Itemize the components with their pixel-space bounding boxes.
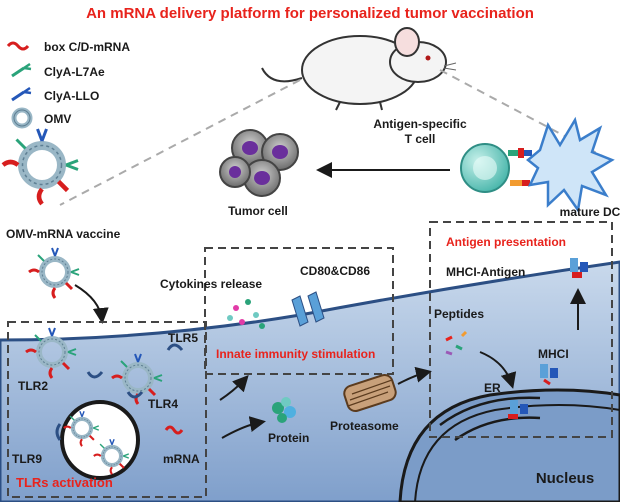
tumor-cell-label: Tumor cell (228, 204, 288, 218)
legend-label-clya-l7ae: ClyA-L7Ae (44, 65, 105, 79)
arrow-proteasome-to-peptides (397, 366, 432, 385)
mrna-strand-icon (164, 425, 184, 435)
legend-label-mrna: box C/D-mRNA (44, 40, 130, 54)
proteasome-label: Proteasome (330, 419, 399, 433)
cd80-cd86-receptor-icon (291, 291, 325, 327)
figure-title: An mRNA delivery platform for personaliz… (86, 5, 534, 22)
mhci-molecule-icon (540, 364, 558, 386)
peptide-fragments (445, 330, 468, 356)
er-mhci-loading-icon (508, 400, 528, 419)
nucleus-label: Nucleus (536, 470, 594, 487)
legend-label-clya-llo: ClyA-LLO (44, 89, 99, 103)
green-fork-icon (11, 62, 32, 78)
omv-vesicle-approaching (29, 248, 79, 298)
cytokine-dots (227, 299, 265, 329)
legend-label-omv: OMV (44, 112, 71, 126)
tlr2-label: TLR2 (18, 379, 48, 393)
endosome (55, 400, 140, 480)
proteasome-icon (343, 373, 397, 413)
cd80-cd86-label: CD80&CD86 (300, 264, 370, 278)
vesicle-ring-icon (11, 107, 33, 129)
tlr9-label: TLR9 (12, 452, 42, 466)
mhci-antigen-complex-icon (570, 258, 588, 278)
tcell-label-line2: T cell (405, 132, 436, 146)
tlr-activation-box (7, 321, 207, 498)
omv-vaccine-vesicle (3, 129, 78, 204)
mrna-label: mRNA (163, 452, 200, 466)
omv-vaccine-label: OMV-mRNA vaccine (6, 227, 121, 241)
er-label: ER (484, 381, 501, 395)
zoom-line-left (59, 79, 301, 206)
cytokines-label: Cytokines release (160, 277, 262, 291)
tlr4-label: TLR4 (148, 397, 178, 411)
peptides-label: Peptides (434, 307, 484, 321)
legend: box C/D-mRNA ClyA-L7Ae ClyA-LLO OMV (6, 40, 130, 129)
protein-icon (272, 397, 296, 423)
tlr5-label: TLR5 (168, 331, 198, 345)
protein-label: Protein (268, 431, 309, 445)
arrow-vaccine-to-cell (74, 284, 109, 324)
innate-immunity-box (204, 247, 394, 375)
red-wave-icon (6, 41, 30, 51)
mouse-illustration (261, 27, 457, 111)
arrow-peptides-to-er (479, 351, 517, 389)
antigen-presentation-label: Antigen presentation (446, 235, 566, 249)
endoplasmic-reticulum (439, 396, 541, 442)
arrow-mrna-to-protein (221, 416, 266, 439)
dendritic-cell (526, 116, 615, 214)
tcr-mhc-interaction (508, 148, 532, 186)
mature-dc-label: mature DC (560, 205, 620, 219)
mhci-label: MHCI (538, 347, 569, 361)
tumor-cell-cluster (219, 129, 299, 197)
t-cell (460, 143, 510, 193)
tlr-receptors (86, 343, 184, 399)
antigen-presentation-box (429, 221, 613, 438)
innate-immunity-label: Innate immunity stimulation (216, 347, 375, 361)
mhci-antigen-label: MHCI-Antigen (446, 265, 525, 279)
tlrs-activation-label: TLRs activation (16, 475, 113, 490)
tcell-label-line1: Antigen-specific (373, 117, 467, 131)
nucleus (398, 388, 620, 502)
blue-fork-icon (11, 86, 32, 102)
arrow-tlr-to-innate (219, 375, 249, 401)
